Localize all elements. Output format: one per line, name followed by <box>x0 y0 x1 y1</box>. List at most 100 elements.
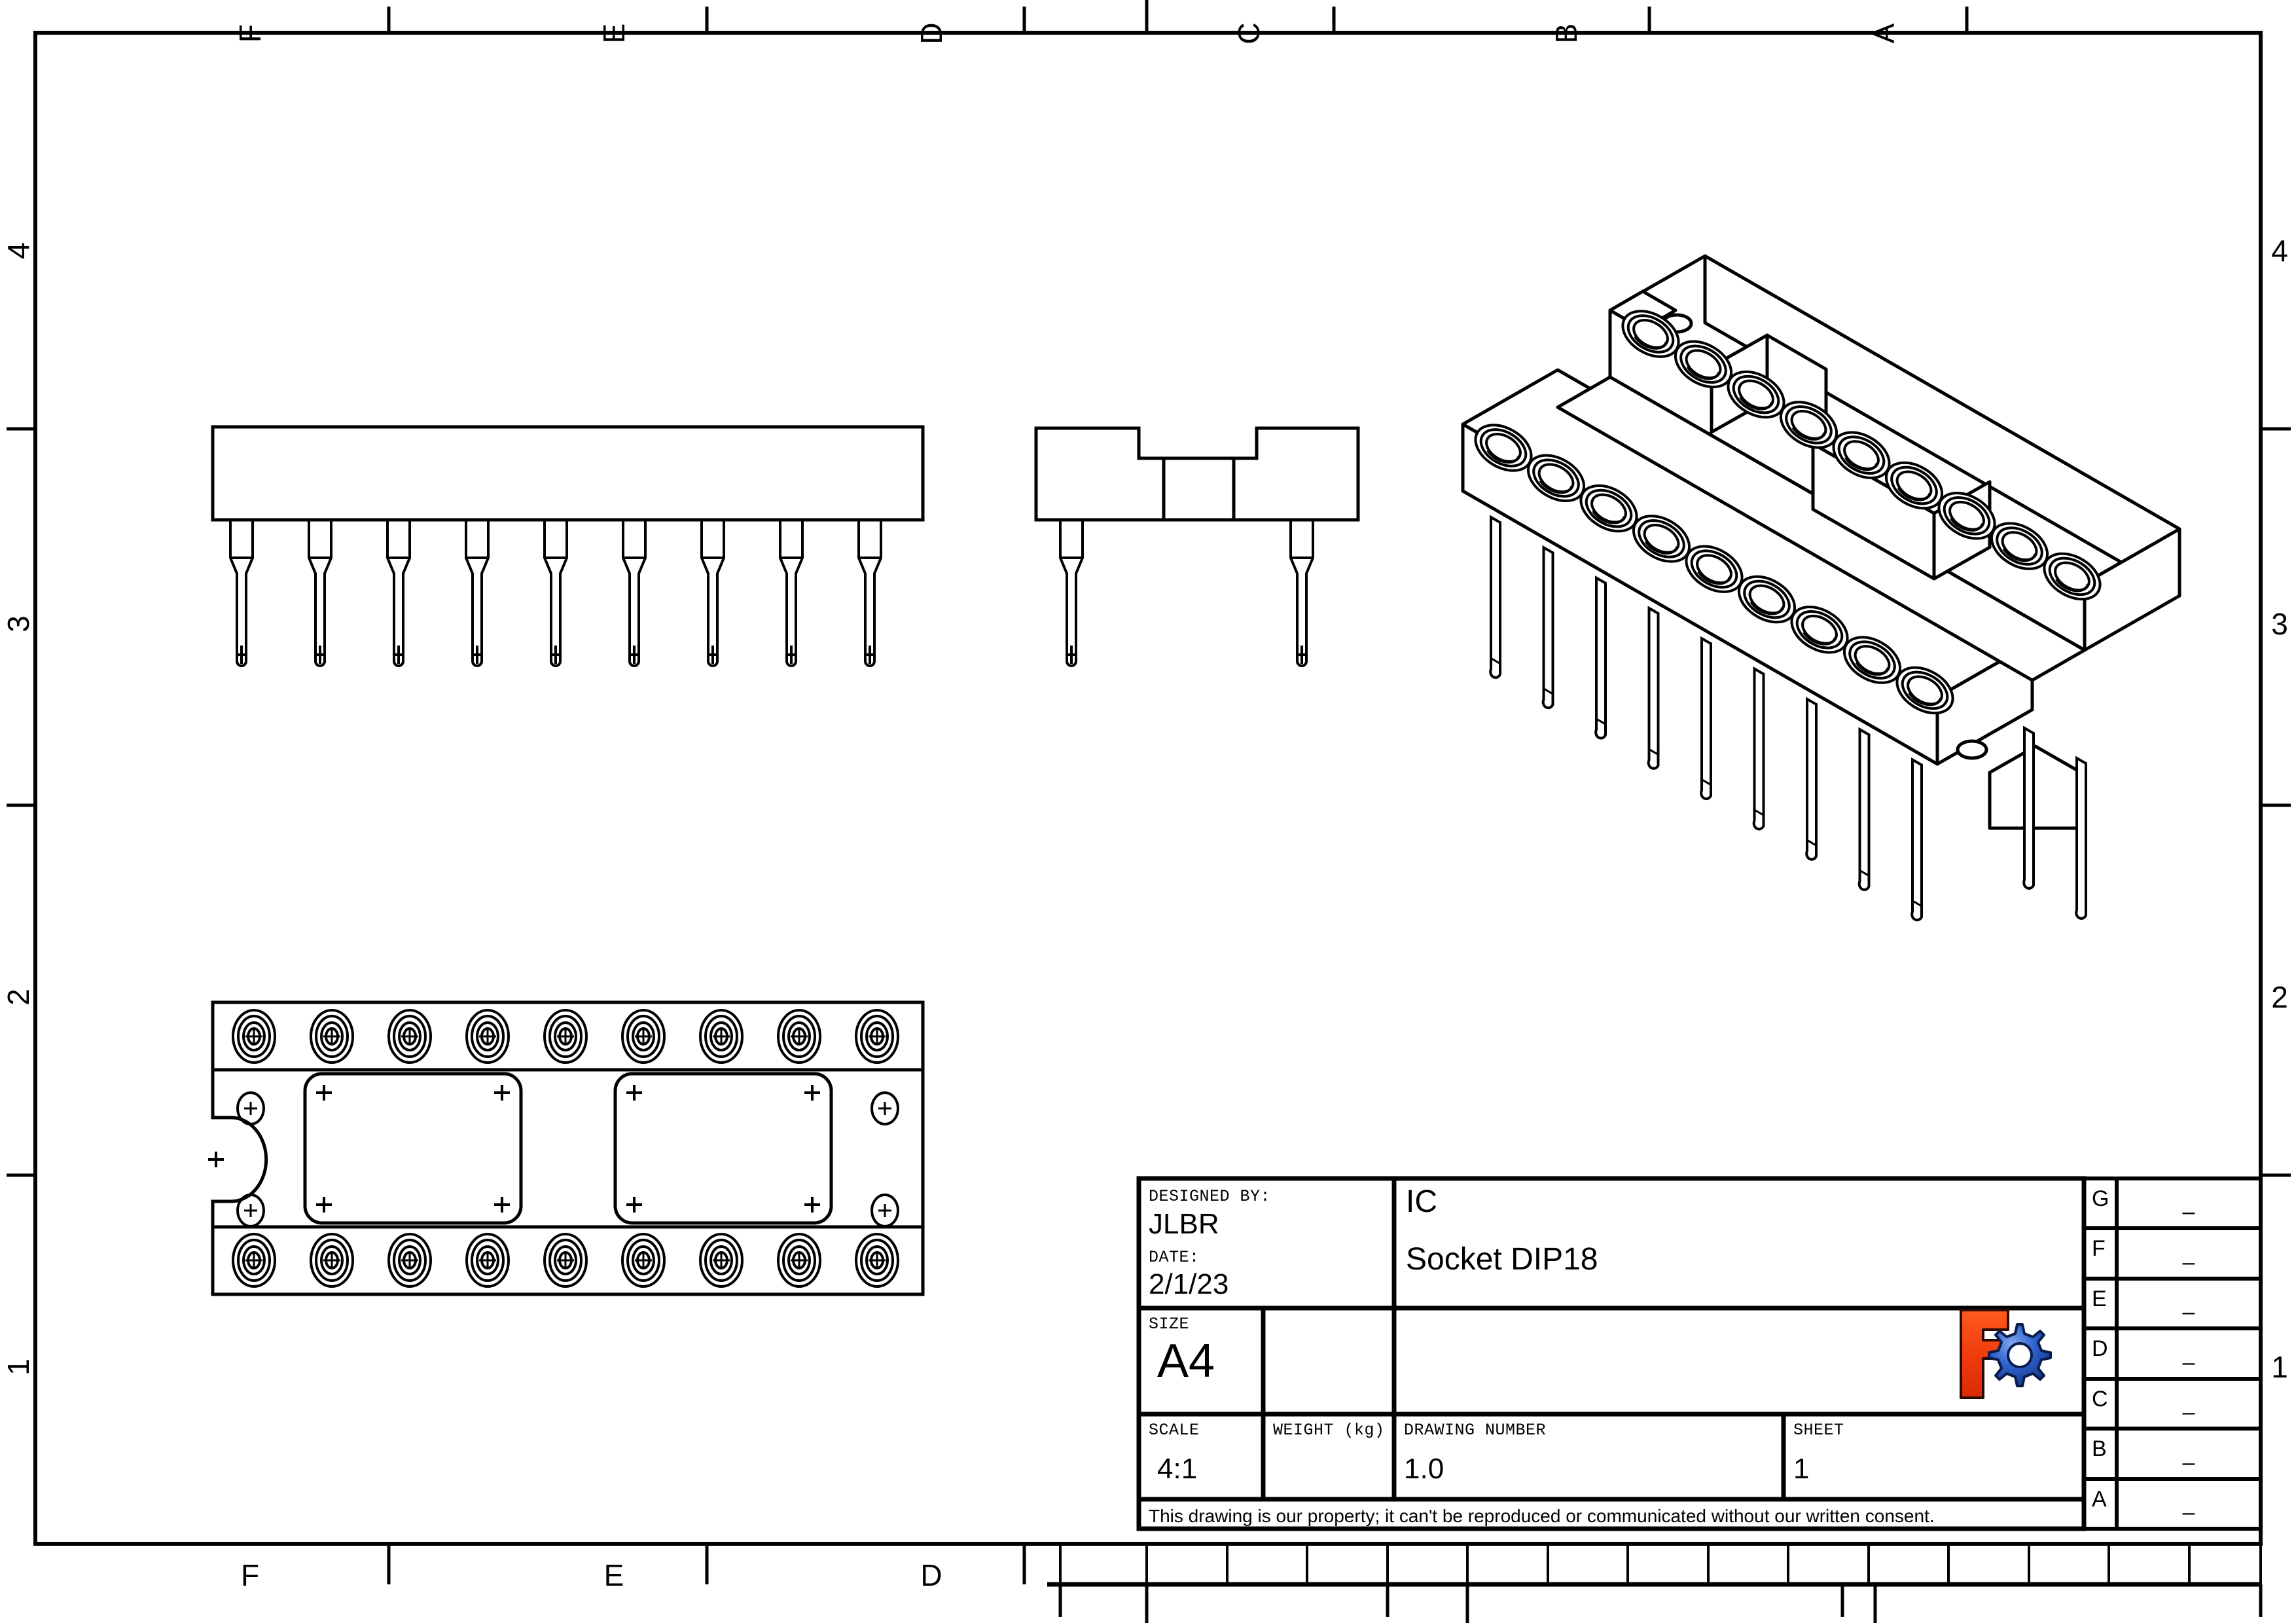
contact-ring <box>554 1021 577 1051</box>
sheet-label: SHEET <box>1793 1421 1844 1440</box>
contact-ring <box>232 1009 276 1064</box>
contact-ring <box>237 1015 271 1058</box>
scale-value: 4:1 <box>1157 1453 1198 1485</box>
zone-label-bottom-E: E <box>603 1558 624 1592</box>
scale-label: SCALE <box>1149 1421 1200 1440</box>
contact-ring <box>621 1233 666 1288</box>
revision-row-letter: A <box>2092 1486 2107 1512</box>
iso-pin-tip-mark <box>1754 809 1764 816</box>
revision-row-letter: D <box>2092 1336 2108 1362</box>
contact-ring <box>320 1245 344 1275</box>
contact-ring <box>704 1239 738 1282</box>
contact-ring <box>548 1239 583 1282</box>
revision-row-letter: E <box>2092 1286 2107 1311</box>
zone-label-right-3: 3 <box>2271 607 2288 641</box>
iso-contact-bore <box>1803 631 1837 646</box>
iso-pin <box>1489 515 1501 679</box>
iso-pin <box>1857 727 1871 892</box>
disclaimer-text: This drawing is our property; it can't b… <box>1149 1506 1935 1526</box>
drawing-title-line1: IC <box>1406 1184 1437 1219</box>
iso-contact-bore <box>1686 366 1721 380</box>
iso-pin-tip-mark <box>1807 839 1816 847</box>
iso-pin-tip-mark <box>1702 778 1711 786</box>
iso-contact-bore <box>2002 547 2037 562</box>
contact-ring <box>860 1015 894 1058</box>
contact-ring <box>543 1233 588 1288</box>
contact-ring <box>554 1245 577 1275</box>
iso-pin-tip-mark <box>1543 688 1553 695</box>
contact-ring <box>621 1009 666 1064</box>
iso-pin-tip-mark <box>1912 900 1922 907</box>
zone-label-right-2: 2 <box>2271 980 2288 1014</box>
contact-ring <box>709 1021 733 1051</box>
contact-ring <box>865 1245 889 1275</box>
contact-ring <box>787 1021 811 1051</box>
contact-ring <box>699 1009 744 1064</box>
contact-ring <box>320 1021 344 1051</box>
iso-contact-bore <box>1897 487 1931 501</box>
revision-row-letter: F <box>2092 1236 2106 1262</box>
contact-ring <box>393 1239 427 1282</box>
size-value: A4 <box>1157 1335 1215 1387</box>
iso-pin <box>1594 575 1607 740</box>
contact-ring <box>855 1233 899 1288</box>
iso-contact-bore <box>1749 601 1784 615</box>
zone-label-right-1: 1 <box>2271 1350 2288 1384</box>
contact-ring <box>777 1009 821 1064</box>
contact-ring <box>471 1239 505 1282</box>
iso-pin-tip-mark <box>1596 718 1605 725</box>
contact-ring <box>709 1245 733 1275</box>
date-value: 2/1/23 <box>1149 1268 1229 1300</box>
zone-label-bottom-D: D <box>920 1558 942 1592</box>
iso-contact-bore <box>1844 457 1878 471</box>
contact-ring <box>626 1015 660 1058</box>
drawing-title-line2: Socket DIP18 <box>1406 1242 1598 1277</box>
iso-pin-tip-mark <box>1859 869 1869 877</box>
contact-ring <box>782 1015 816 1058</box>
contact-ring <box>315 1239 349 1282</box>
contact-ring <box>310 1233 354 1288</box>
weight-label: WEIGHT (kg) <box>1273 1421 1385 1440</box>
iso-contact-bore <box>1791 426 1826 441</box>
revision-row-letter: C <box>2092 1386 2108 1412</box>
contact-ring <box>310 1009 354 1064</box>
contact-ring <box>699 1233 744 1288</box>
iso-pin <box>2022 725 2035 890</box>
drawing-number-value: 1.0 <box>1404 1453 1444 1485</box>
iso-contact-bore <box>1644 540 1679 555</box>
iso-pin <box>1700 636 1712 801</box>
contact-ring <box>242 1021 266 1051</box>
iso-pin <box>1541 545 1554 710</box>
revision-row-letter: B <box>2092 1436 2107 1462</box>
iso-contact-bore <box>1908 692 1942 706</box>
contact-ring <box>855 1009 899 1064</box>
iso-pin-tip-mark <box>1491 657 1500 665</box>
contact-ring <box>471 1015 505 1058</box>
contact-ring <box>777 1233 821 1288</box>
contact-ring <box>626 1239 660 1282</box>
revision-row-value: – <box>2182 1300 2195 1325</box>
iso-pin <box>1805 697 1818 861</box>
contact-ring <box>465 1233 510 1288</box>
designed-by-value: JLBR <box>1149 1208 1219 1240</box>
contact-ring <box>465 1009 510 1064</box>
contact-ring <box>543 1009 588 1064</box>
drawing-number-label: DRAWING NUMBER <box>1404 1421 1547 1440</box>
iso-contact-bore <box>1486 449 1520 464</box>
contact-ring <box>398 1021 422 1051</box>
revision-row-value: – <box>2182 1500 2195 1525</box>
zone-label-bottom-F: F <box>240 1558 260 1592</box>
contact-ring <box>476 1245 499 1275</box>
revision-row-value: – <box>2182 1349 2195 1375</box>
contact-ring <box>387 1233 432 1288</box>
contact-ring <box>393 1015 427 1058</box>
contact-ring <box>232 1233 276 1288</box>
contact-ring <box>476 1021 499 1051</box>
date-label: DATE: <box>1149 1248 1200 1267</box>
size-label: SIZE <box>1149 1315 1190 1334</box>
